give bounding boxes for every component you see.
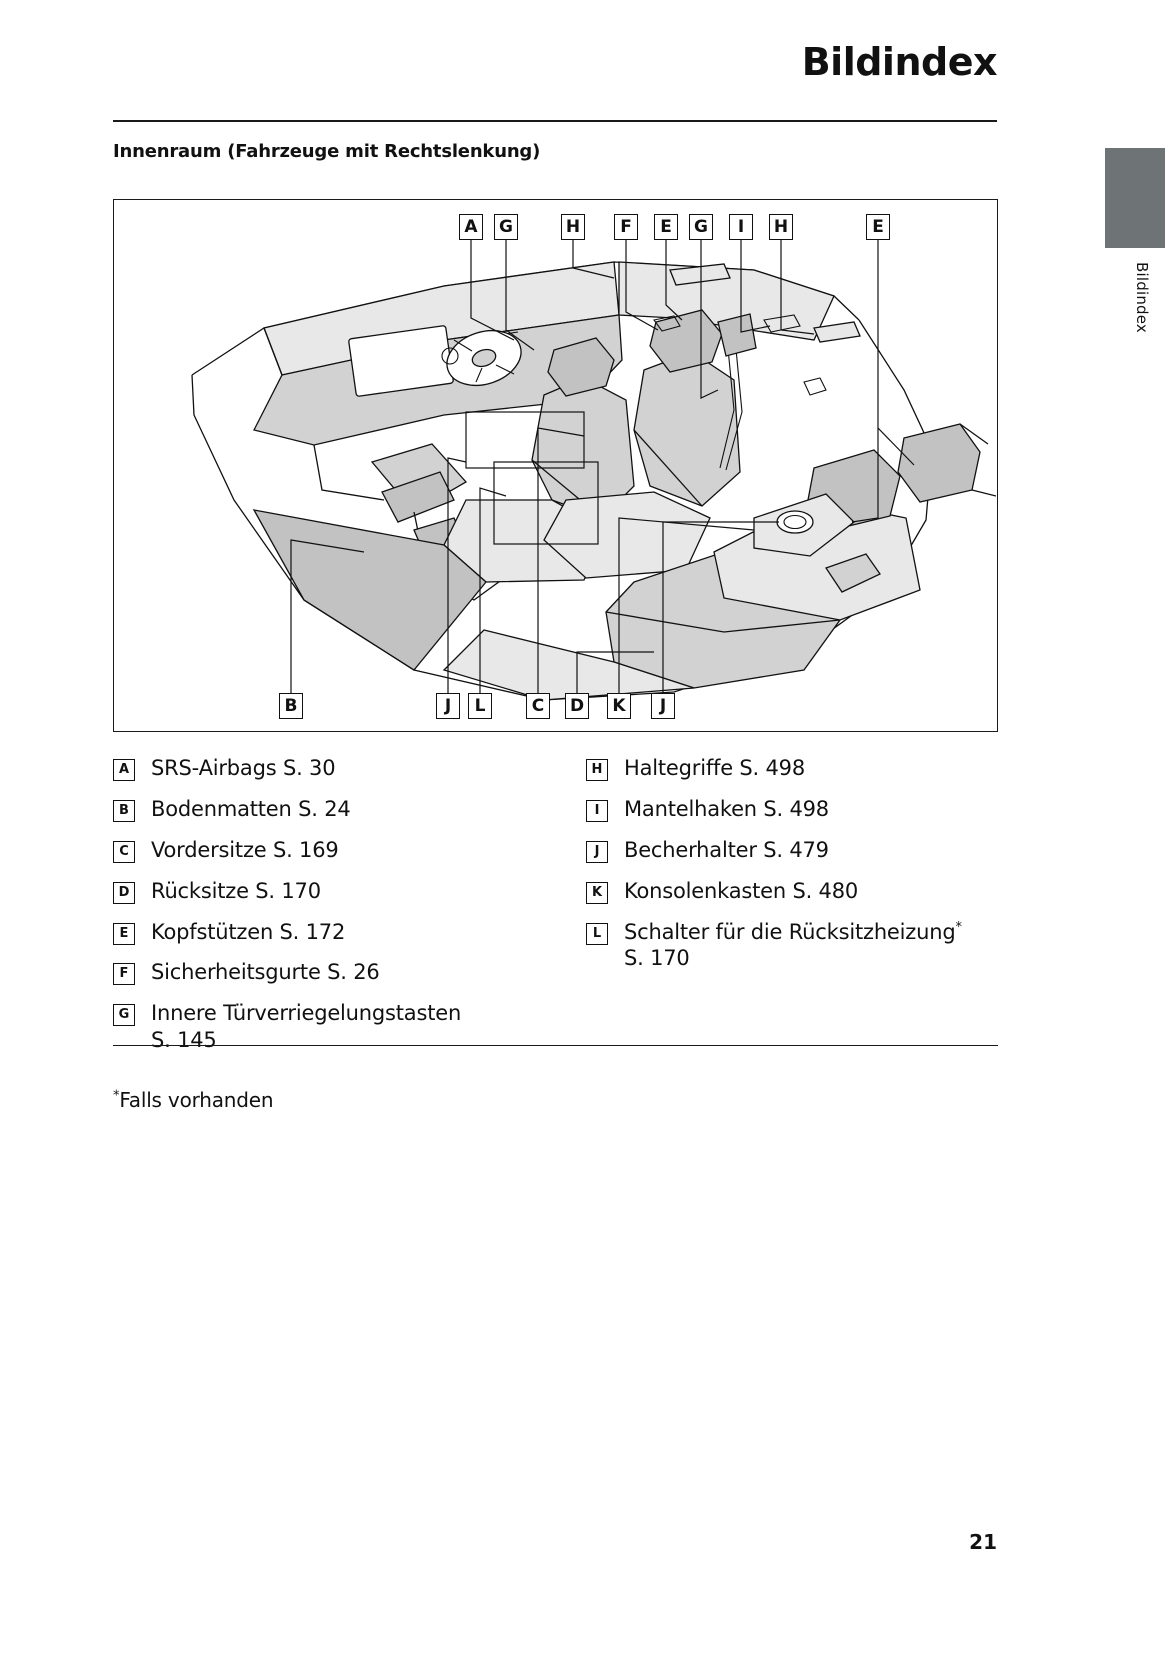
callout-bottom-c[interactable]: C: [526, 693, 550, 719]
callout-bottom-d[interactable]: D: [565, 693, 589, 719]
legend-item-i[interactable]: I Mantelhaken S. 498: [586, 796, 998, 823]
legend-label-l-line2: S. 170: [624, 946, 690, 971]
callout-top-h1[interactable]: H: [561, 214, 585, 240]
legend-item-d[interactable]: D Rücksitze S. 170: [113, 878, 583, 905]
footnote-text: Falls vorhanden: [119, 1088, 274, 1112]
callout-top-g2[interactable]: G: [689, 214, 713, 240]
legend-label-h: Haltegriffe S. 498: [624, 756, 805, 780]
callout-bottom-j2[interactable]: J: [651, 693, 675, 719]
legend-key-j: J: [586, 840, 608, 863]
legend-item-b[interactable]: B Bodenmatten S. 24: [113, 796, 583, 823]
legend-label-f: Sicherheitsgurte S. 26: [151, 960, 380, 985]
legend-item-a[interactable]: A SRS-Airbags S. 30: [113, 755, 583, 782]
callout-top-a[interactable]: A: [459, 214, 483, 240]
legend-label-g-line2: S. 145: [151, 1028, 217, 1053]
legend-key-k: K: [586, 881, 608, 904]
legend-label-b: Bodenmatten S. 24: [151, 796, 351, 821]
interior-illustration-svg: .ln { fill:none; stroke:#111; stroke-wid…: [191, 240, 996, 701]
interior-diagram: .ln { fill:none; stroke:#111; stroke-wid…: [113, 199, 998, 732]
legend-label-d: Rücksitze S. 170: [151, 878, 321, 903]
callout-bottom-j1[interactable]: J: [436, 693, 460, 719]
legend-label-j: Becherhalter S. 479: [624, 837, 829, 862]
legend-label-g: Innere Türverriegelungstasten S. 145: [151, 1000, 461, 1054]
footnote: *Falls vorhanden: [113, 1088, 274, 1112]
legend-label-g-line1: Innere Türverriegelungstasten: [151, 1001, 462, 1026]
legend-key-b: B: [113, 799, 135, 822]
callout-top-g1[interactable]: G: [494, 214, 518, 240]
legend-key-e: E: [113, 922, 135, 945]
legend-key-a: A: [113, 759, 135, 781]
page-title: Bildindex: [801, 40, 998, 84]
edge-tab-marker: [1105, 148, 1165, 248]
callout-bottom-k[interactable]: K: [607, 693, 631, 719]
legend-label-a: SRS-Airbags S. 30: [151, 756, 336, 780]
legend-divider: [113, 1045, 998, 1046]
legend-item-l[interactable]: L Schalter für die Rücksitzheizung* S. 1…: [586, 919, 998, 973]
section-title: Innenraum (Fahrzeuge mit Rechtslenkung): [113, 141, 541, 162]
callout-top-h2[interactable]: H: [769, 214, 793, 240]
legend-item-e[interactable]: E Kopfstützen S. 172: [113, 919, 583, 946]
legend-column-right: H Haltegriffe S. 498 I Mantelhaken S. 49…: [586, 755, 998, 986]
legend-label-i: Mantelhaken S. 498: [624, 796, 829, 821]
page-number: 21: [969, 1530, 997, 1554]
legend-item-c[interactable]: C Vordersitze S. 169: [113, 837, 583, 864]
callout-top-e1[interactable]: E: [654, 214, 678, 240]
legend-key-g: G: [113, 1004, 135, 1027]
legend-key-c: C: [113, 840, 135, 863]
edge-tab-label: Bildindex: [1133, 262, 1151, 333]
callout-top-i[interactable]: I: [729, 214, 753, 240]
legend-item-h[interactable]: H Haltegriffe S. 498: [586, 755, 998, 782]
legend-key-i: I: [586, 799, 608, 822]
callout-top-e2[interactable]: E: [866, 214, 890, 240]
legend-label-l: Schalter für die Rücksitzheizung* S. 170: [624, 919, 962, 973]
legend-item-k[interactable]: K Konsolenkasten S. 480: [586, 878, 998, 905]
callout-bottom-l[interactable]: L: [468, 693, 492, 719]
header-divider: [113, 120, 997, 122]
legend-label-c: Vordersitze S. 169: [151, 837, 339, 862]
legend-label-l-line1: Schalter für die Rücksitzheizung: [624, 919, 956, 944]
legend-item-j[interactable]: J Becherhalter S. 479: [586, 837, 998, 864]
legend-item-f[interactable]: F Sicherheitsgurte S. 26: [113, 959, 583, 986]
callout-bottom-b[interactable]: B: [279, 693, 303, 719]
legend-key-l: L: [586, 922, 608, 945]
legend-key-h: H: [586, 759, 608, 781]
legend-key-d: D: [113, 881, 135, 904]
legend-label-k: Konsolenkasten S. 480: [624, 878, 859, 903]
legend-label-e: Kopfstützen S. 172: [151, 919, 346, 944]
legend-item-g[interactable]: G Innere Türverriegelungstasten S. 145: [113, 1000, 583, 1054]
callout-top-f[interactable]: F: [614, 214, 638, 240]
footnote-marker: *: [113, 1088, 120, 1104]
legend-key-f: F: [113, 963, 135, 986]
legend-label-l-superscript: *: [955, 919, 962, 935]
legend-column-left: A SRS-Airbags S. 30 B Bodenmatten S. 24 …: [113, 755, 583, 1068]
